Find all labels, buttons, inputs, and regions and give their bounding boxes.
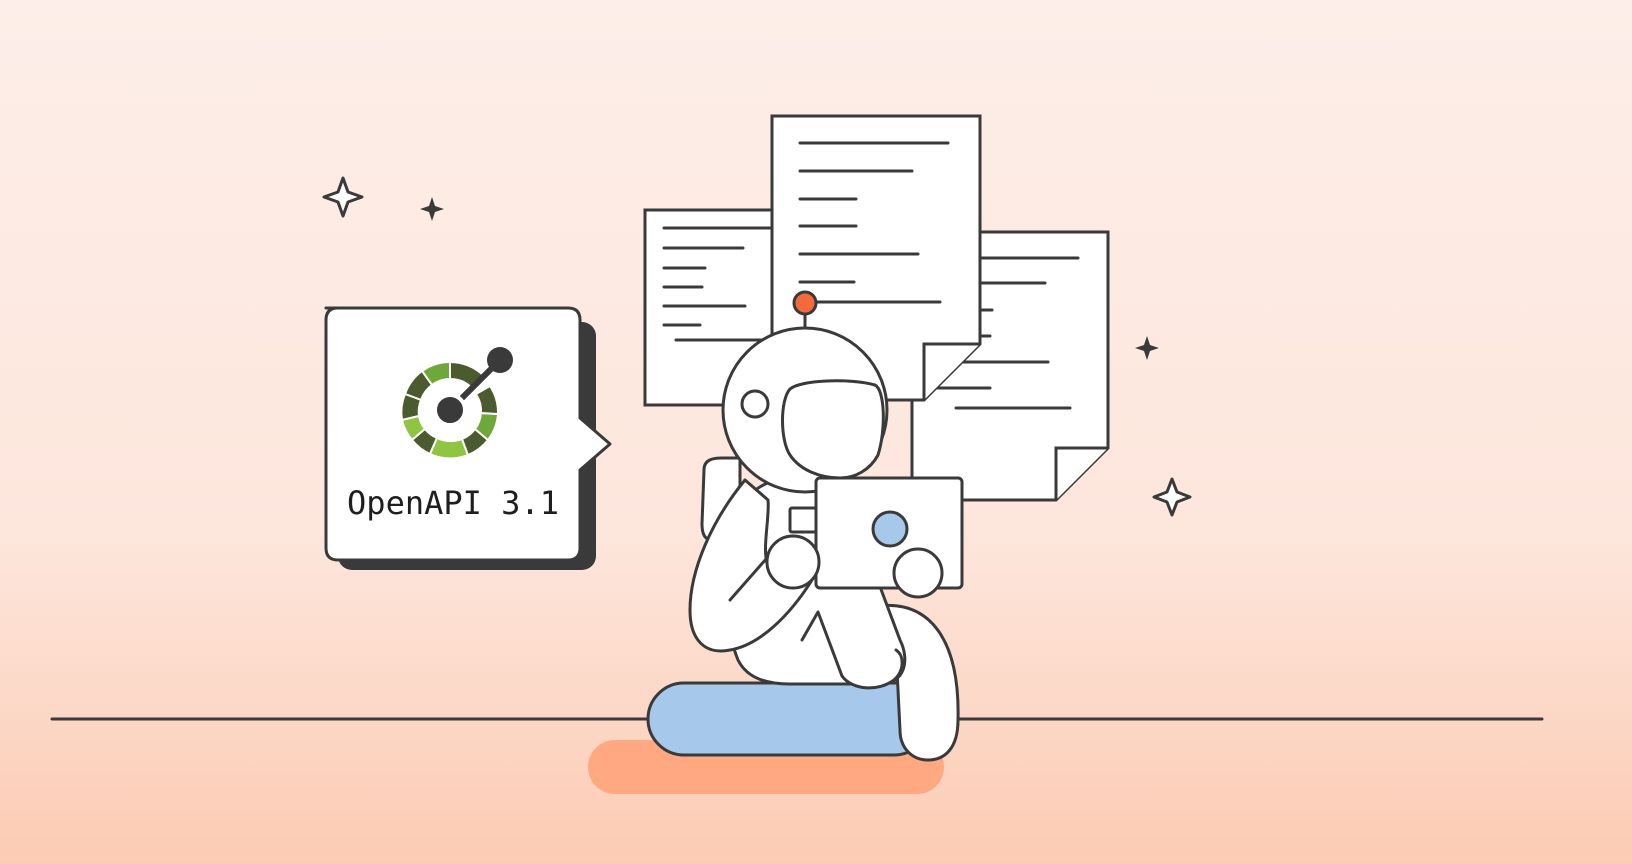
cushion [646,681,932,757]
badge-label: OpenAPI 3.1 [347,484,559,522]
openapi-logo-icon [400,347,513,460]
astronaut-reading-tablet-icon [688,290,964,762]
sparkle-icon [1152,477,1192,517]
sparkle-icon [1135,336,1159,360]
sparkle-icon [322,176,364,218]
sparkle-icon [420,197,444,221]
